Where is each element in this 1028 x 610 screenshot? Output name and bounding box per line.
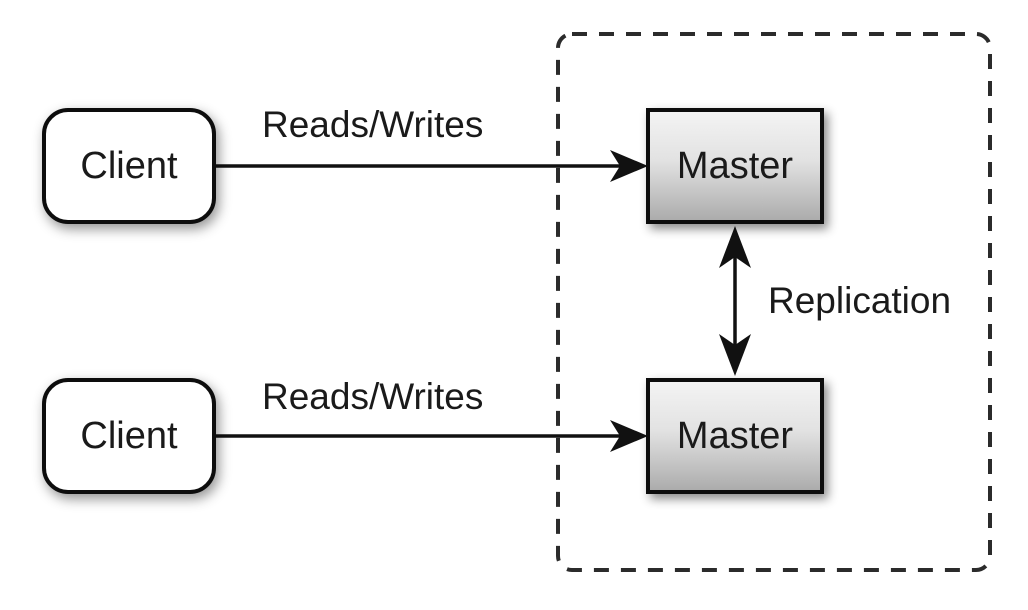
client-bottom-label: Client [80, 415, 178, 457]
replication-cluster-boundary [556, 32, 992, 572]
client-top-shape [42, 108, 216, 224]
arrowhead-to-master-top [610, 150, 648, 182]
node-client-top[interactable]: Client [42, 108, 216, 224]
master-top-label: Master [677, 145, 793, 187]
arrowhead-to-master-bottom [610, 420, 648, 452]
master-bottom-label: Master [677, 415, 793, 457]
client-bottom-shape [42, 378, 216, 494]
arrowhead-replication-up [719, 226, 751, 268]
edge-label-reads-writes-top: Reads/Writes [262, 104, 483, 145]
edge-label-replication: Replication [768, 280, 951, 321]
node-master-top[interactable]: Master [646, 108, 824, 224]
master-bottom-shape [646, 378, 824, 494]
arrowhead-replication-down [719, 334, 751, 376]
edge-label-reads-writes-bottom: Reads/Writes [262, 376, 483, 417]
node-master-bottom[interactable]: Master [646, 378, 824, 494]
client-top-label: Client [80, 145, 178, 187]
node-client-bottom[interactable]: Client [42, 378, 216, 494]
master-top-shape [646, 108, 824, 224]
